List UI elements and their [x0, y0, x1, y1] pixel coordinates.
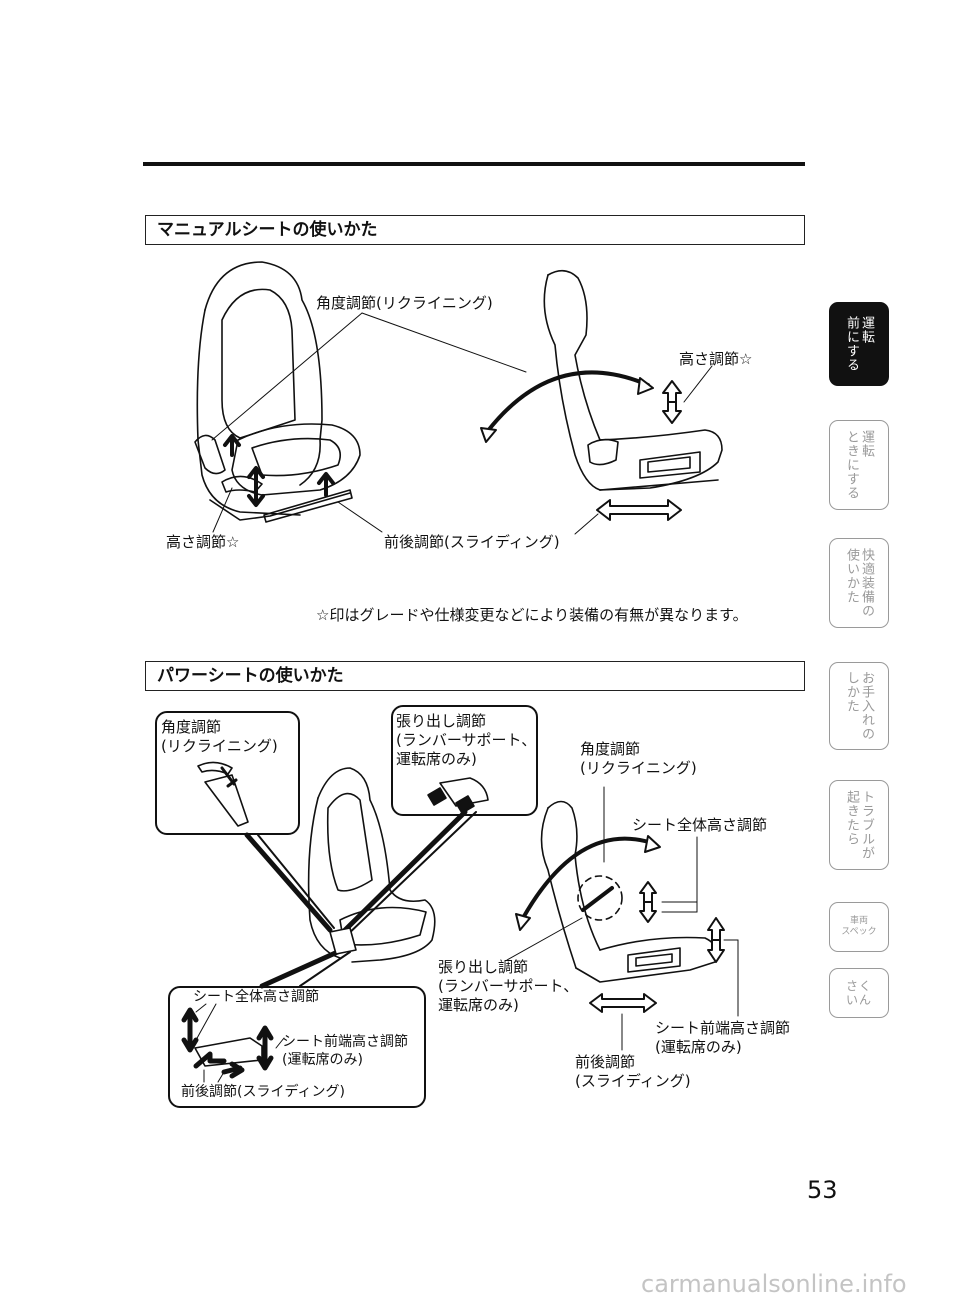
power-seat-heading: パワーシートの使いかた — [145, 661, 805, 691]
callout-recline-label: 角度調節 (リクライニング) — [161, 718, 278, 755]
power-recline-label: 角度調節 (リクライニング) — [580, 740, 697, 777]
tab-index[interactable]: さく いん — [829, 968, 889, 1018]
tab-trouble[interactable]: トラブルが 起きたら — [829, 780, 889, 870]
power-slide-label: 前後調節 (スライディング) — [575, 1053, 691, 1090]
manual-slide-label: 前後調節(スライディング) — [384, 533, 560, 551]
page-number: 53 — [807, 1176, 838, 1204]
manual-height-right-label: 高さ調節☆ — [679, 350, 753, 368]
callout-slide-label: 前後調節(スライディング) — [181, 1084, 345, 1100]
tab-comfort-equipment-label: 快適装備の 使いかた — [844, 548, 874, 618]
callout-front-height-label: シート前端高さ調節 (運転席のみ) — [282, 1034, 408, 1068]
callout-overall-height-label: シート全体高さ調節 — [193, 989, 319, 1005]
power-overall-height-label: シート全体高さ調節 — [632, 816, 768, 834]
manual-recline-label: 角度調節(リクライニング) — [316, 294, 493, 312]
manual-height-left-label: 高さ調節☆ — [166, 533, 240, 551]
tab-before-driving-label: 運転 前にする — [844, 316, 874, 372]
tab-comfort-equipment[interactable]: 快適装備の 使いかた — [829, 538, 889, 628]
tab-specifications-label: 車両 スペック — [841, 916, 877, 937]
callout-lumbar-label: 張り出し調節 (ランバーサポート、 運転席のみ) — [396, 712, 537, 768]
tab-while-driving-label: 運転 ときにする — [844, 430, 874, 500]
tab-before-driving[interactable]: 運転 前にする — [829, 302, 889, 386]
watermark: carmanualsonline.info — [641, 1270, 907, 1298]
manual-seat-heading: マニュアルシートの使いかた — [145, 215, 805, 245]
tab-while-driving[interactable]: 運転 ときにする — [829, 420, 889, 510]
tab-index-label: さく いん — [845, 979, 872, 1007]
power-lumbar-label: 張り出し調節 (ランバーサポート、 運転席のみ) — [438, 958, 579, 1014]
tab-specifications[interactable]: 車両 スペック — [829, 902, 889, 952]
tab-maintenance[interactable]: お手入れの しかた — [829, 662, 889, 750]
tab-trouble-label: トラブルが 起きたら — [844, 790, 874, 860]
power-front-height-label: シート前端高さ調節 (運転席のみ) — [655, 1019, 791, 1056]
tab-maintenance-label: お手入れの しかた — [844, 671, 874, 741]
top-rule — [143, 162, 805, 166]
equipment-note: ☆印はグレードや仕様変更などにより装備の有無が異なります。 — [316, 606, 748, 624]
seat-switch-callout — [168, 986, 426, 1108]
